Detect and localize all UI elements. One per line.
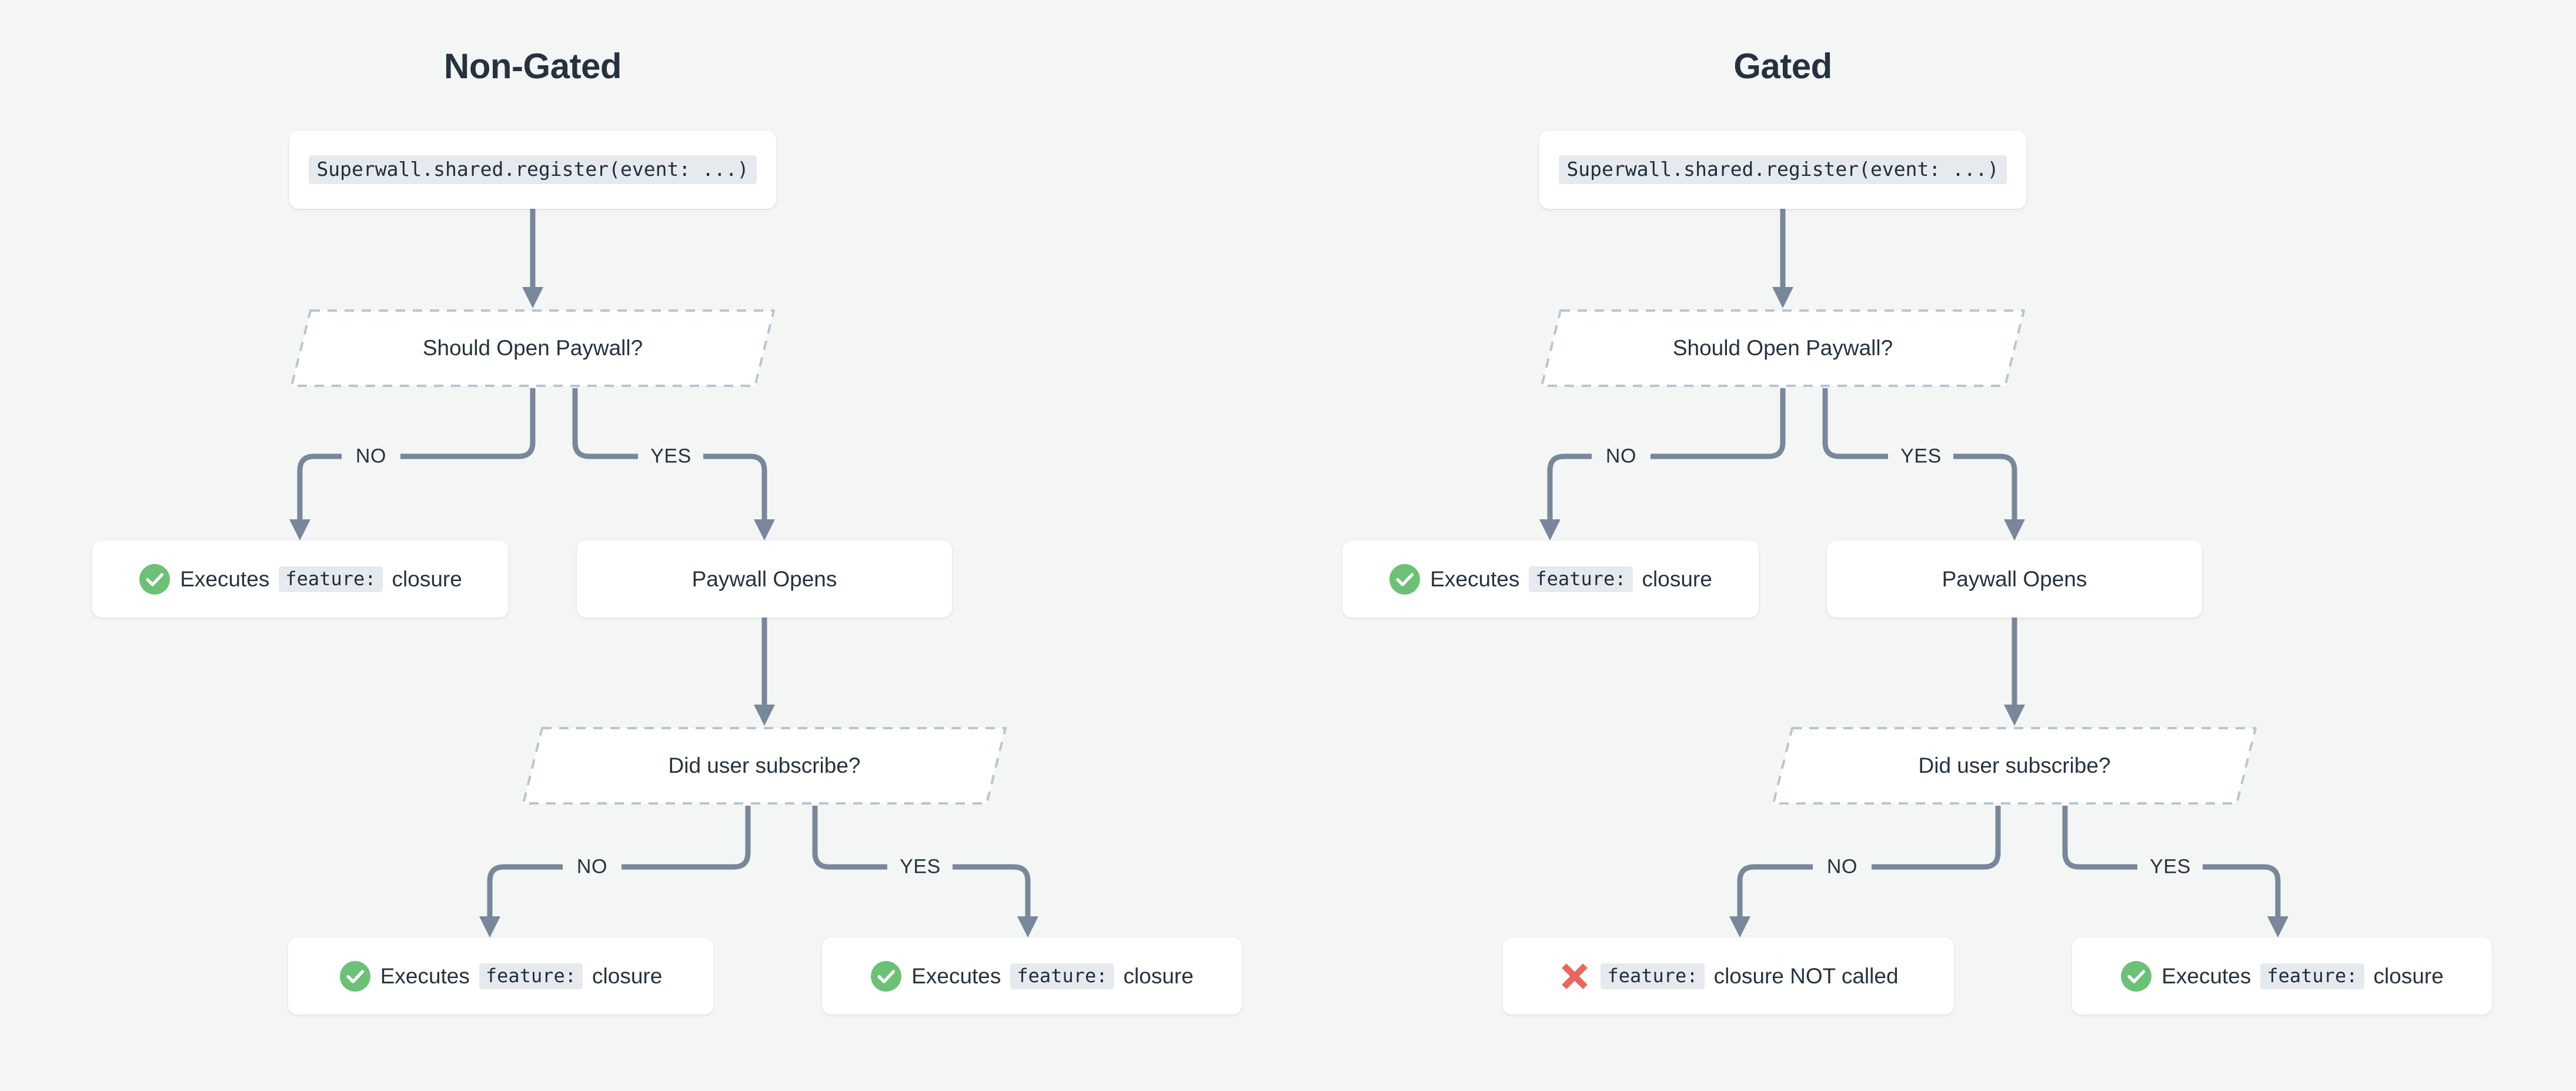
result-node-no-branch: Executes feature: closure [1342, 541, 1759, 618]
edge-label-no: NO [350, 445, 392, 468]
arrowhead [479, 916, 500, 937]
arrowhead [2267, 916, 2288, 937]
edge-label-no: NO [1600, 445, 1642, 468]
result-suffix: closure [592, 963, 663, 988]
arrowhead [1017, 916, 1038, 937]
result-prefix: Executes [911, 963, 1001, 988]
result-node-subscribe-no: feature: closure NOT called [1503, 937, 1954, 1015]
arrowhead [2004, 519, 2025, 541]
x-mark-icon [1562, 963, 1588, 989]
edge-decision1-no [297, 388, 536, 523]
result-prefix: Executes [180, 566, 270, 591]
check-circle-icon [339, 960, 370, 992]
decision-did-user-subscribe: Did user subscribe? [1771, 726, 2258, 806]
result-suffix: closure [392, 566, 462, 591]
paywall-label: Paywall Opens [691, 566, 837, 591]
paywall-label: Paywall Opens [1942, 566, 2087, 591]
edge-label-yes: YES [1895, 445, 1947, 468]
edge-decision1-yes [1822, 388, 2017, 523]
paywall-opens-node: Paywall Opens [577, 541, 952, 618]
decision-label: Should Open Paywall? [1672, 336, 1893, 360]
result-prefix: Executes [1430, 566, 1520, 591]
arrowhead [754, 705, 775, 726]
result-node-subscribe-yes: Executes feature: closure [2072, 937, 2492, 1015]
arrowhead [1772, 287, 1793, 308]
result-node-subscribe-no: Executes feature: closure [288, 937, 713, 1015]
check-circle-icon [139, 563, 171, 595]
check-circle-icon [1389, 563, 1421, 595]
result-code: feature: [1529, 566, 1633, 592]
result-prefix: Executes [2161, 963, 2251, 988]
edge-decision2-yes [812, 806, 1031, 920]
decision-did-user-subscribe: Did user subscribe? [521, 726, 1008, 806]
edge-label-yes: YES [894, 855, 946, 879]
result-code: feature: [1601, 963, 1705, 989]
edge-decision1-no [1547, 388, 1786, 523]
column-title-non-gated: Non-Gated [443, 46, 622, 86]
decision-label: Did user subscribe? [668, 753, 861, 778]
column-title-gated: Gated [1733, 46, 1832, 86]
check-circle-icon [871, 960, 902, 992]
result-node-no-branch: Executes feature: closure [92, 541, 509, 618]
edge-label-no: NO [1821, 855, 1863, 879]
check-circle-icon [2121, 960, 2152, 992]
edge-decision2-no [487, 806, 751, 920]
result-code: feature: [1010, 963, 1114, 989]
result-suffix: closure [1642, 566, 1712, 591]
decision-should-open-paywall: Should Open Paywall? [1539, 308, 2026, 388]
result-code: feature: [479, 963, 583, 989]
result-code: feature: [279, 566, 383, 592]
edge-label-no: NO [571, 855, 613, 879]
paywall-opens-node: Paywall Opens [1827, 541, 2202, 618]
arrowhead [289, 519, 310, 541]
result-suffix: closure [1123, 963, 1194, 988]
decision-label: Should Open Paywall? [422, 336, 643, 360]
arrowhead [1539, 519, 1561, 541]
result-suffix: closure [2373, 963, 2444, 988]
edge-label-yes: YES [2144, 855, 2196, 879]
entry-node: Superwall.shared.register(event: ...) [289, 131, 776, 209]
trapezoid-shape [289, 308, 776, 388]
arrowhead [754, 519, 775, 541]
edge-decision2-yes [2062, 806, 2281, 920]
entry-code: Superwall.shared.register(event: ...) [1559, 155, 2007, 184]
arrowhead [522, 287, 543, 308]
result-node-subscribe-yes: Executes feature: closure [822, 937, 1242, 1015]
edge-label-yes: YES [645, 445, 697, 468]
trapezoid-shape [1771, 726, 2258, 806]
result-prefix: Executes [380, 963, 470, 988]
result-suffix: closure NOT called [1713, 963, 1899, 988]
trapezoid-shape [521, 726, 1008, 806]
decision-should-open-paywall: Should Open Paywall? [289, 308, 776, 388]
edge-decision1-yes [572, 388, 767, 523]
edge-decision2-no [1737, 806, 2001, 920]
entry-node: Superwall.shared.register(event: ...) [1539, 131, 2026, 209]
arrowhead [1729, 916, 1750, 937]
trapezoid-shape [1539, 308, 2026, 388]
entry-code: Superwall.shared.register(event: ...) [309, 155, 757, 184]
decision-label: Did user subscribe? [1918, 753, 2111, 778]
result-code: feature: [2260, 963, 2364, 989]
arrowhead [2004, 705, 2025, 726]
